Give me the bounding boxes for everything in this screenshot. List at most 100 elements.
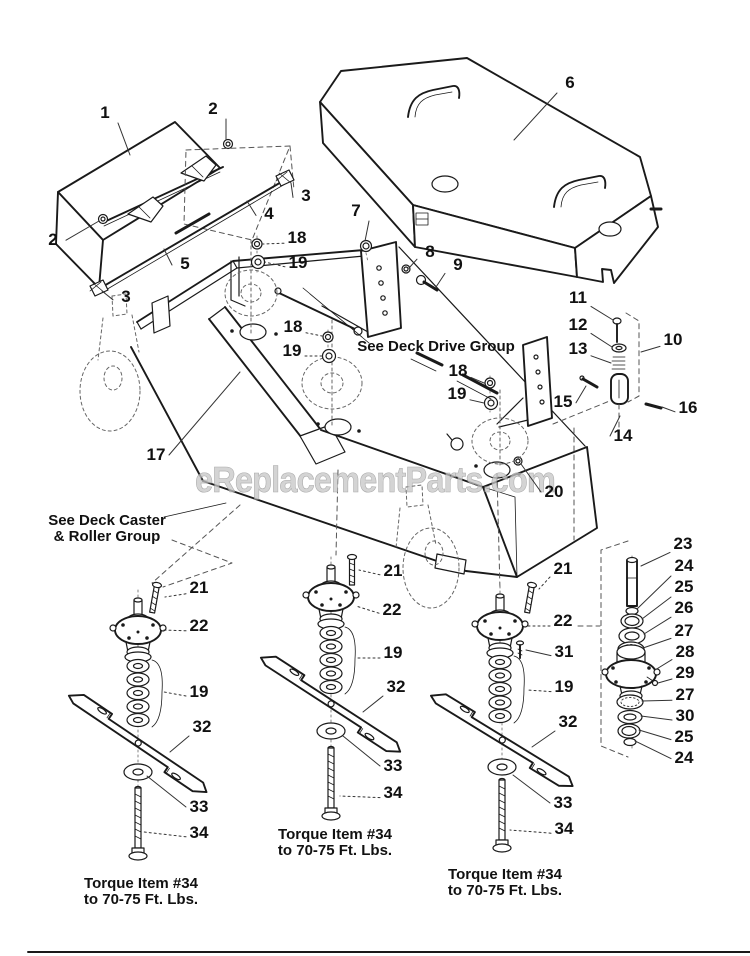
callout-number: 12 <box>569 315 588 334</box>
callout-number: 19 <box>448 384 467 403</box>
callout-number: 30 <box>676 706 695 725</box>
callout-29: 29 <box>657 663 695 684</box>
leader-line <box>305 332 323 337</box>
leader-line <box>640 551 671 567</box>
callout-3: 3 <box>290 182 311 205</box>
callout-number: 29 <box>676 663 695 682</box>
leader-line <box>339 795 381 799</box>
callout-5: 5 <box>163 248 190 273</box>
callout-19: 19 <box>283 341 323 360</box>
callout-12: 12 <box>569 315 613 348</box>
callout-16: 16 <box>661 398 697 417</box>
leader-line <box>525 649 552 657</box>
callout-7: 7 <box>351 201 370 242</box>
deck-caster-note: See Deck Caster& Roller Group <box>48 512 166 545</box>
leader-line <box>634 740 672 760</box>
callout-number: 27 <box>676 685 695 704</box>
callout-13: 13 <box>569 339 612 364</box>
leader-line <box>246 200 257 216</box>
leader-line <box>262 242 285 245</box>
diagram-artwork <box>27 57 750 953</box>
callout-30: 30 <box>640 706 695 725</box>
leader-line <box>168 371 241 456</box>
leader-line <box>509 829 552 834</box>
callout-number: 4 <box>264 204 274 223</box>
spindle-assemblies-art <box>62 553 580 861</box>
callout-number: 21 <box>190 578 209 597</box>
leader-line <box>169 735 190 753</box>
leader-line <box>513 92 558 141</box>
leader-line <box>640 345 661 353</box>
leader-line <box>164 593 187 598</box>
callout-number: 32 <box>387 677 406 696</box>
leader-line <box>355 605 380 614</box>
leader-line <box>469 399 485 404</box>
leader-line <box>364 220 370 242</box>
leader-line <box>609 415 621 437</box>
callout-33: 33 <box>512 774 573 812</box>
leader-line <box>470 376 485 384</box>
leader-line <box>531 730 556 748</box>
callout-number: 23 <box>674 534 693 553</box>
callout-number: 18 <box>284 317 303 336</box>
callout-number: 33 <box>384 756 403 775</box>
callout-9: 9 <box>435 255 463 288</box>
callout-number: 34 <box>190 823 209 842</box>
leader-line <box>163 691 187 697</box>
callout-number: 5 <box>180 254 189 273</box>
leader-line <box>642 637 672 649</box>
callout-number: 33 <box>190 797 209 816</box>
callout-number: 22 <box>554 611 573 630</box>
callout-32: 32 <box>169 717 211 753</box>
callout-32: 32 <box>362 677 406 713</box>
callout-number: 31 <box>555 642 574 661</box>
leader-line <box>640 715 673 721</box>
callout-number: 21 <box>554 559 573 578</box>
callout-19: 19 <box>163 682 208 701</box>
callout-number: 28 <box>676 642 695 661</box>
callout-21: 21 <box>164 578 209 598</box>
callout-26: 26 <box>643 598 693 635</box>
leader-line <box>643 616 672 635</box>
callout-8: 8 <box>408 242 435 269</box>
leader-line <box>590 332 613 348</box>
callout-24: 24 <box>636 556 694 610</box>
callout-18: 18 <box>284 317 323 337</box>
callout-2: 2 <box>208 99 227 141</box>
watermark-text: eReplacementParts.com <box>195 459 555 500</box>
callout-19: 19 <box>264 253 307 272</box>
callout-number: 24 <box>675 556 694 575</box>
callout-number: 25 <box>675 577 694 596</box>
callout-33: 33 <box>342 735 403 775</box>
callout-number: 19 <box>384 643 403 662</box>
hanger-group-art <box>579 312 663 433</box>
callout-number: 19 <box>283 341 302 360</box>
leader-line <box>264 261 286 268</box>
callout-number: 13 <box>569 339 588 358</box>
callout-22: 22 <box>162 616 208 635</box>
callout-number: 34 <box>384 783 403 802</box>
leader-line <box>143 831 187 838</box>
callout-27: 27 <box>642 621 693 649</box>
callout-number: 22 <box>383 600 402 619</box>
callout-25: 25 <box>638 727 693 746</box>
callout-4: 4 <box>246 200 274 223</box>
callout-6: 6 <box>513 73 575 141</box>
callout-1: 1 <box>100 103 131 156</box>
leader-line <box>657 678 673 684</box>
leader-line <box>290 182 294 198</box>
leader-line <box>362 695 384 713</box>
callout-number: 20 <box>545 482 564 501</box>
callout-number: 33 <box>554 793 573 812</box>
callout-23: 23 <box>640 534 693 567</box>
adjustment-rod-art <box>89 169 295 297</box>
leader-line <box>162 629 187 632</box>
callout-number: 17 <box>147 445 166 464</box>
leader-line <box>641 699 673 702</box>
leader-line <box>117 122 131 156</box>
callout-14: 14 <box>609 415 633 445</box>
callout-number: 2 <box>208 99 217 118</box>
leader-line <box>358 569 381 576</box>
